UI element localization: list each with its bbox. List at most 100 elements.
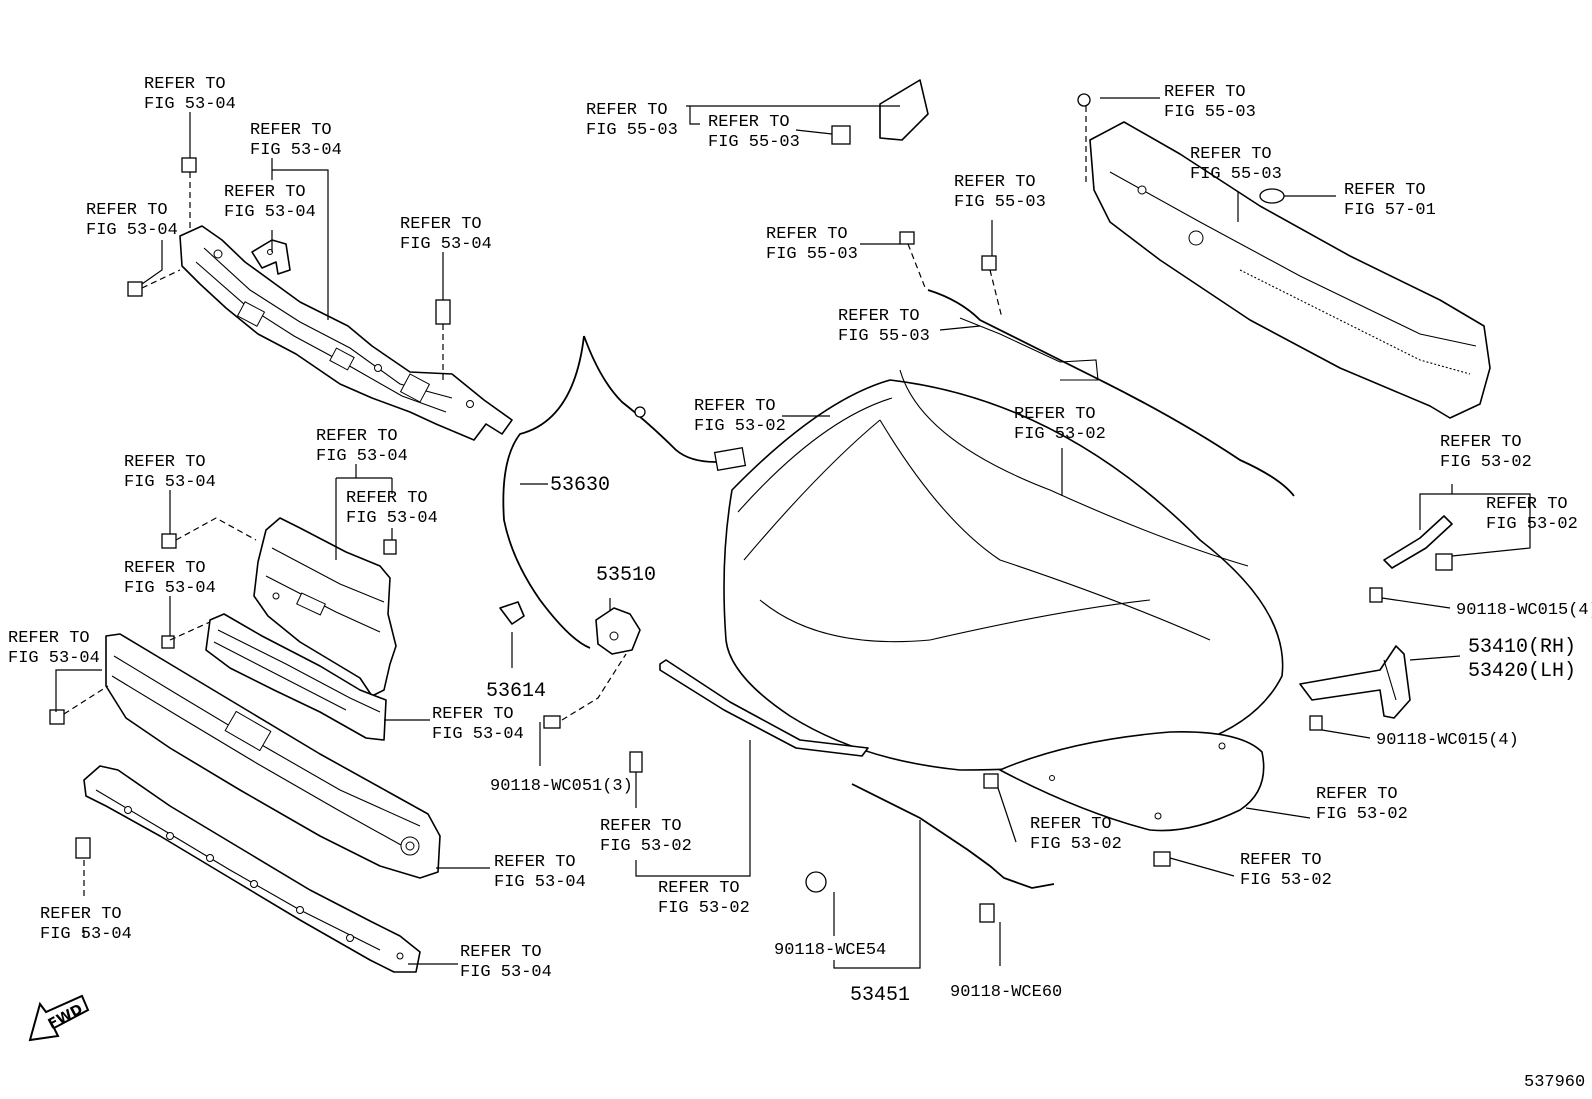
refer-label-5-line2: FIG 53-04	[316, 447, 408, 466]
refer-label-7-line1: REFER TO	[346, 489, 428, 508]
part-number-53630: 53630	[550, 474, 610, 497]
refer-label-23-line2: FIG 55-03	[1190, 165, 1282, 184]
clip-icon	[383, 539, 397, 555]
refer-label-13-line1: REFER TO	[460, 943, 542, 962]
refer-label-10-line2: FIG 53-04	[432, 725, 524, 744]
refer-label-11-line2: FIG 53-04	[494, 873, 586, 892]
bolt-icon	[161, 635, 175, 649]
front-bumper-reinforcement	[105, 633, 441, 879]
refer-label-25-line1: REFER TO	[1014, 405, 1096, 424]
refer-label-20-line2: FIG 55-03	[766, 245, 858, 264]
washer-hose	[927, 289, 1295, 497]
fwd-arrow-icon: FWD	[28, 994, 90, 1042]
refer-label-30-line1: REFER TO	[1240, 851, 1322, 870]
grommet-icon	[435, 299, 451, 325]
refer-label-29-line2: FIG 53-02	[1030, 835, 1122, 854]
refer-label-14-line2: FIG 55-03	[586, 121, 678, 140]
refer-label-22-line2: FIG 55-03	[1164, 103, 1256, 122]
nut-icon	[981, 255, 997, 271]
hood-lock	[595, 607, 641, 655]
refer-label-27-line1: REFER TO	[1486, 495, 1568, 514]
refer-label-14-line1: REFER TO	[586, 101, 668, 120]
clip-icon	[1153, 851, 1171, 867]
part-number-53420: 53420(LH)	[1468, 660, 1576, 683]
label-icon	[805, 871, 827, 893]
refer-label-9-line1: REFER TO	[8, 629, 90, 648]
refer-label-21-line2: FIG 55-03	[838, 327, 930, 346]
cable-clip	[499, 601, 525, 625]
cable-connector	[713, 446, 747, 472]
refer-label-17-line1: REFER TO	[600, 817, 682, 836]
refer-label-15-line1: REFER TO	[708, 113, 790, 132]
hood-panel	[723, 379, 1284, 771]
hood-insulator	[999, 731, 1265, 832]
refer-label-12-line2: FIG 53-04	[40, 925, 132, 944]
radiator-support-seal	[253, 517, 397, 697]
refer-label-21-line1: REFER TO	[838, 307, 920, 326]
part-number-90118-wc015-upper: 90118-WC015(4)	[1456, 601, 1592, 620]
cushion-icon	[1435, 553, 1453, 571]
illustration-number: 537960	[1524, 1073, 1585, 1092]
refer-label-20-line1: REFER TO	[766, 225, 848, 244]
refer-label-26-line1: REFER TO	[1440, 433, 1522, 452]
refer-label-26-line2: FIG 53-02	[1440, 453, 1532, 472]
part-number-53410: 53410(RH)	[1468, 636, 1576, 659]
refer-label-19-line2: FIG 55-03	[954, 193, 1046, 212]
refer-label-10-line1: REFER TO	[432, 705, 514, 724]
part-number-90118-wc051: 90118-WC051(3)	[490, 777, 633, 796]
refer-label-16-line1: REFER TO	[694, 397, 776, 416]
refer-label-17-line2: FIG 53-02	[600, 837, 692, 856]
refer-label-13-line2: FIG 53-04	[460, 963, 552, 982]
refer-label-11-line1: REFER TO	[494, 853, 576, 872]
hood-lock-cable	[502, 335, 591, 649]
part-number-53451: 53451	[850, 984, 910, 1007]
refer-label-30-line2: FIG 53-02	[1240, 871, 1332, 890]
bolt-icon	[181, 157, 197, 173]
refer-label-18-line2: FIG 53-02	[658, 899, 750, 918]
clip-icon	[1077, 93, 1091, 107]
cowl-louver	[1089, 121, 1491, 419]
hood-lock-cable-end	[583, 335, 717, 463]
refer-label-2-line2: FIG 53-04	[224, 203, 316, 222]
clip-icon	[979, 903, 995, 923]
hinge-cover	[1383, 515, 1453, 569]
bolt-icon	[127, 281, 143, 297]
leader-lines	[55, 97, 1531, 969]
bolt-icon	[49, 709, 65, 725]
air-guide-panel	[205, 613, 387, 741]
refer-label-28-line1: REFER TO	[1316, 785, 1398, 804]
plug-icon	[1259, 188, 1285, 204]
cushion-icon	[983, 773, 999, 789]
refer-label-8-line2: FIG 53-04	[124, 579, 216, 598]
refer-label-29-line1: REFER TO	[1030, 815, 1112, 834]
refer-label-22-line1: REFER TO	[1164, 83, 1246, 102]
refer-label-0-line1: REFER TO	[144, 75, 226, 94]
refer-label-4-line2: FIG 53-04	[400, 235, 492, 254]
refer-label-12-line1: REFER TO	[40, 905, 122, 924]
upper-radiator-support	[179, 225, 513, 441]
refer-label-27-line2: FIG 53-02	[1486, 515, 1578, 534]
refer-label-3-line1: REFER TO	[86, 201, 168, 220]
refer-label-25-line2: FIG 53-02	[1014, 425, 1106, 444]
refer-label-1-line2: FIG 53-04	[250, 141, 342, 160]
callout-labels: REFER TO FIG 53-04 REFER TO FIG 53-04 RE…	[8, 75, 1592, 1007]
hood-support-rod	[851, 783, 1055, 889]
bolt-icon	[1309, 715, 1323, 731]
refer-label-28-line2: FIG 53-02	[1316, 805, 1408, 824]
bolt-icon	[161, 533, 177, 549]
refer-label-0-line2: FIG 53-04	[144, 95, 236, 114]
part-number-90118-wc015-lower: 90118-WC015(4)	[1376, 731, 1519, 750]
fasteners	[49, 93, 1453, 923]
refer-label-4-line1: REFER TO	[400, 215, 482, 234]
assembly-lines	[63, 106, 1087, 900]
refer-label-18-line1: REFER TO	[658, 879, 740, 898]
hood-hinge	[1299, 645, 1411, 719]
cable-grommet	[634, 406, 646, 418]
clip-icon	[831, 125, 851, 145]
part-number-90118-wce54: 90118-WCE54	[774, 941, 886, 960]
clip-icon	[899, 231, 915, 245]
refer-label-24-line1: REFER TO	[1344, 181, 1426, 200]
bolt-icon	[543, 715, 561, 729]
cowl-bracket	[959, 317, 1099, 381]
refer-label-9-line2: FIG 53-04	[8, 649, 100, 668]
